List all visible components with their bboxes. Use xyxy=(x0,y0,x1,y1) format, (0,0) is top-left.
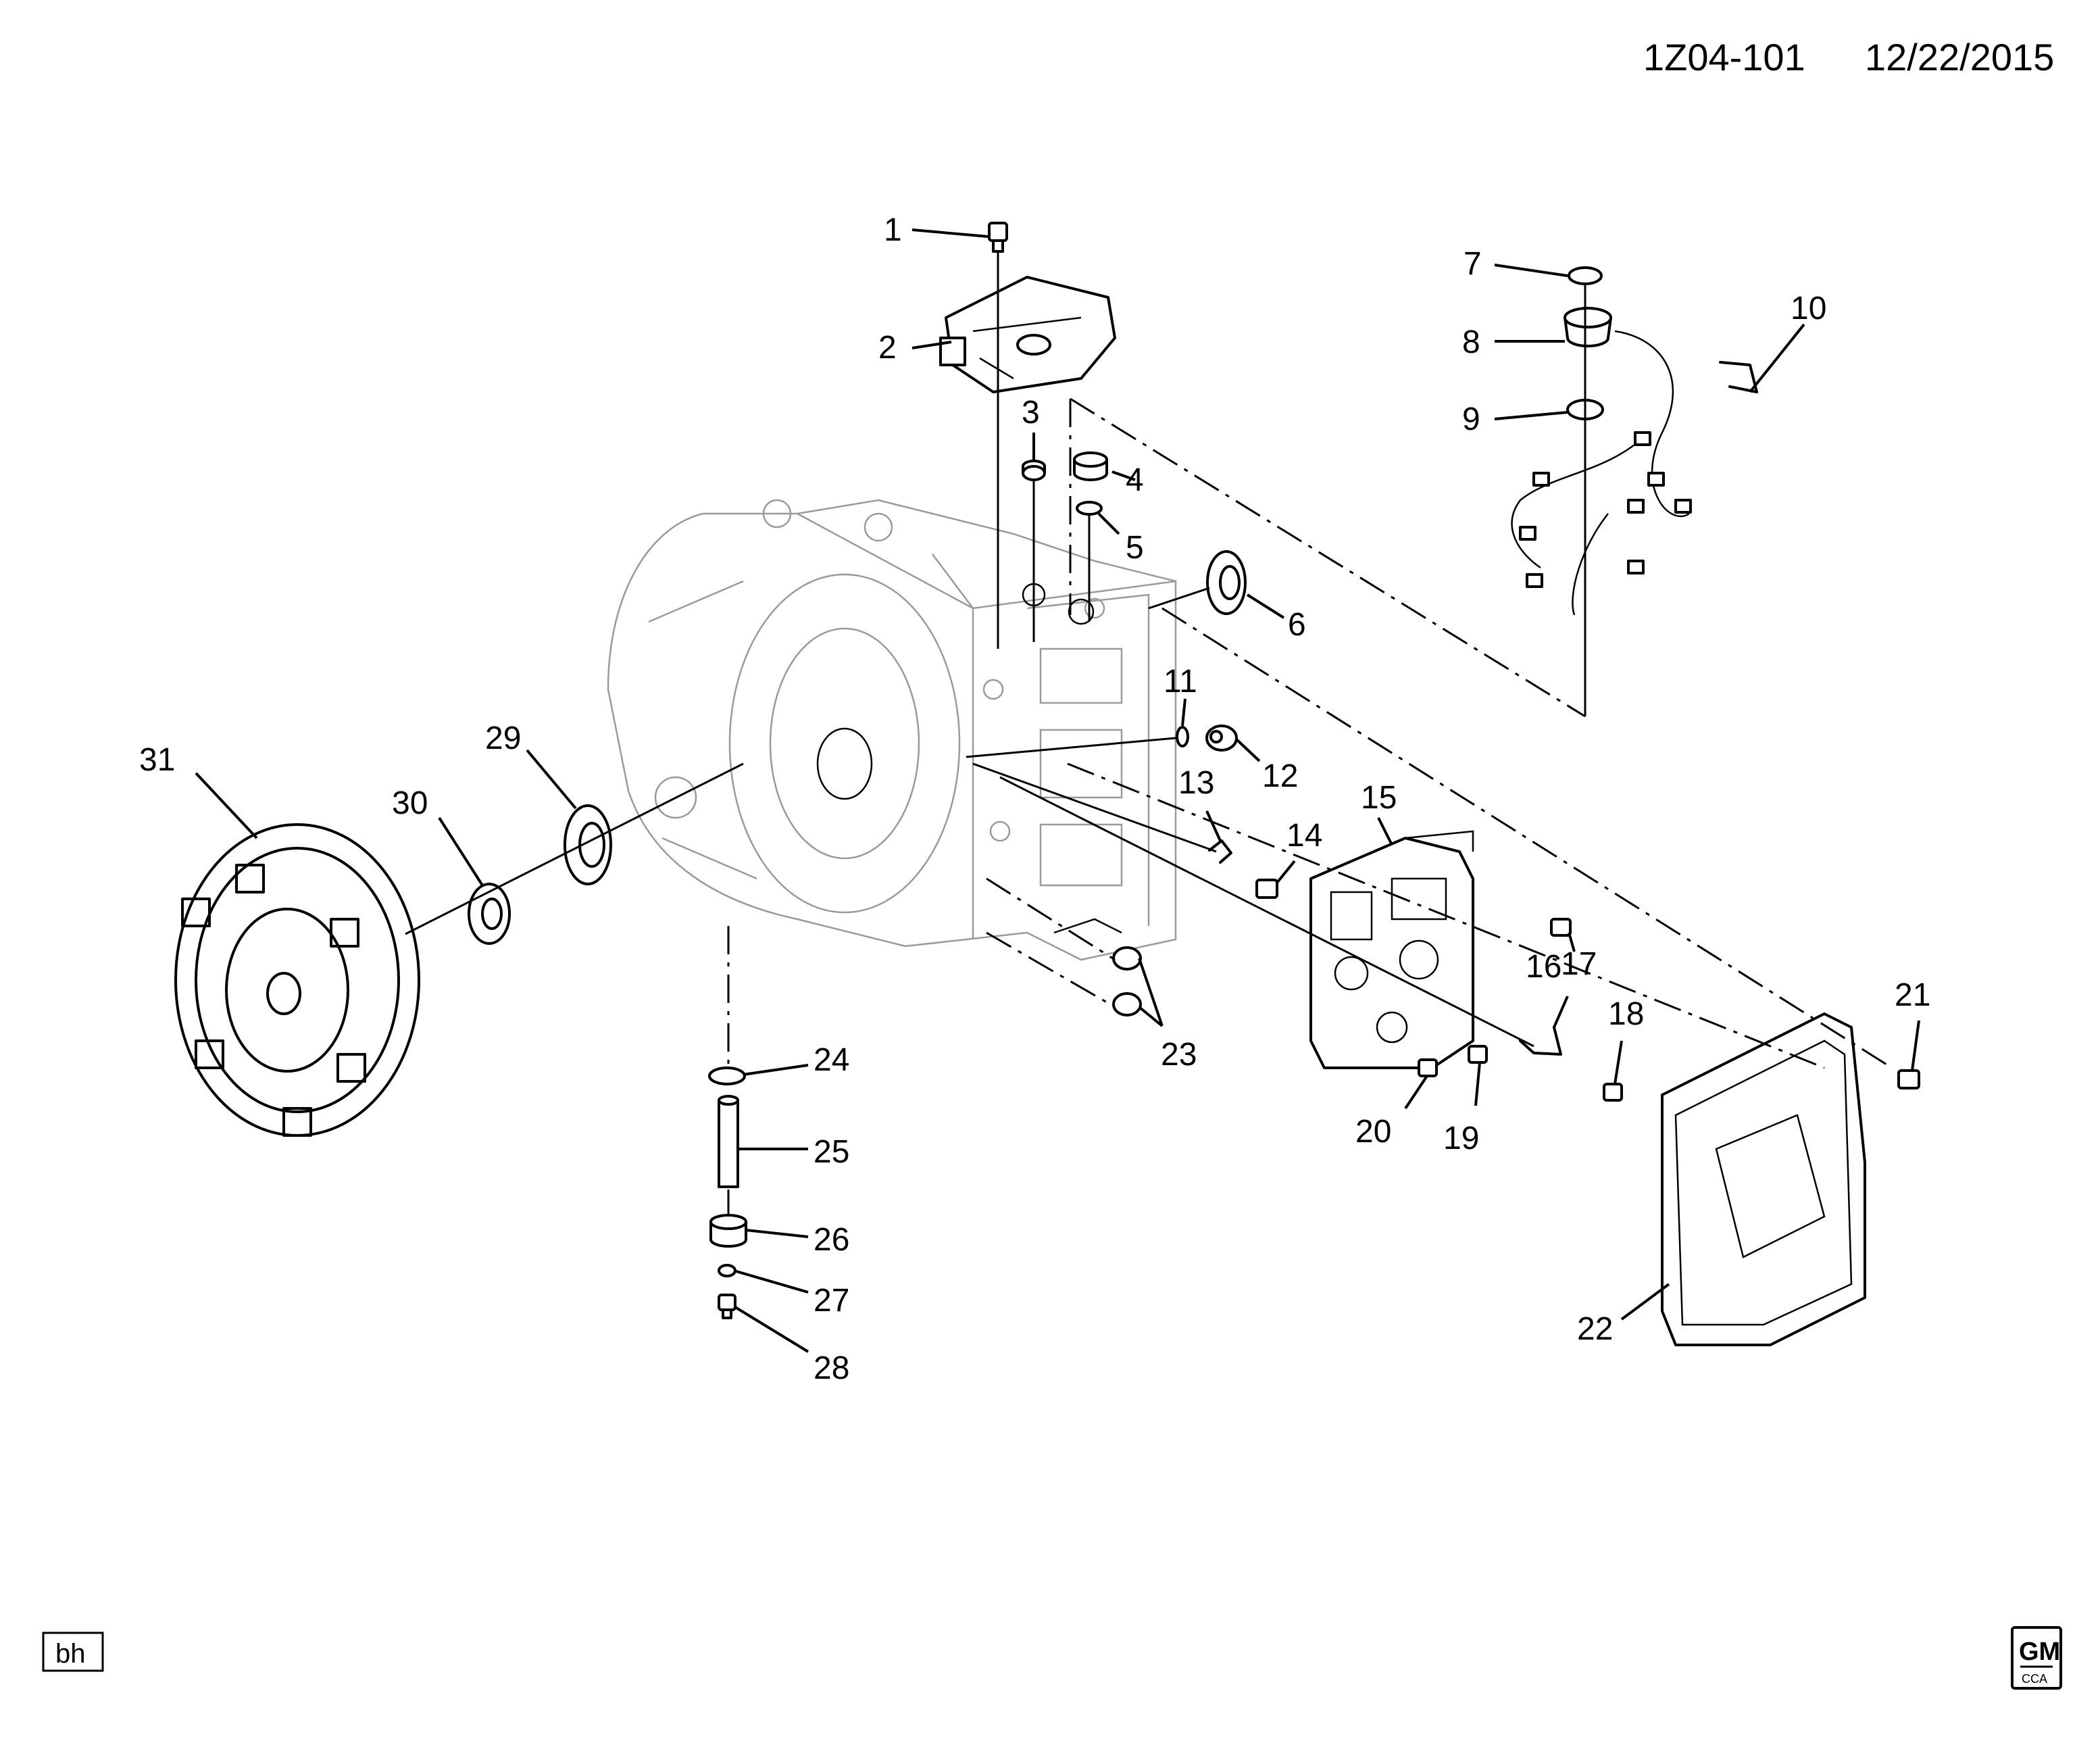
part-27-o-ring xyxy=(718,1264,736,1277)
callout-8: 8 xyxy=(1462,324,1480,360)
part-17-clip xyxy=(1519,1026,1562,1056)
callout-27: 27 xyxy=(814,1283,849,1319)
callout-18: 18 xyxy=(1608,996,1644,1032)
callout-1: 1 xyxy=(884,212,902,248)
part-31-torque-converter xyxy=(174,823,420,1137)
callout-14: 14 xyxy=(1286,818,1322,854)
callout-10: 10 xyxy=(1791,291,1826,326)
callout-11: 11 xyxy=(1164,664,1197,700)
part-2-control-module xyxy=(939,276,1116,393)
diagram-id: 1Z04-101 xyxy=(1643,36,1805,78)
callout-labels: 1 2 3 4 5 6 7 8 9 10 11 12 13 14 15 16 1… xyxy=(139,212,1930,1386)
part-8-connector xyxy=(1564,307,1612,347)
callout-2: 2 xyxy=(878,330,897,366)
callout-30: 30 xyxy=(392,785,428,821)
callout-23: 23 xyxy=(1161,1037,1197,1073)
callout-24: 24 xyxy=(814,1042,849,1078)
assembly-lines xyxy=(405,251,1893,1217)
initials-label: bh xyxy=(55,1639,86,1669)
callout-31: 31 xyxy=(139,742,175,778)
callout-12: 12 xyxy=(1262,758,1298,794)
callout-20: 20 xyxy=(1355,1114,1391,1150)
callout-7: 7 xyxy=(1464,246,1482,282)
gm-logo-text: GM xyxy=(2019,1638,2060,1666)
callout-19: 19 xyxy=(1443,1121,1479,1156)
callout-16: 16 xyxy=(1526,949,1561,985)
callout-15: 15 xyxy=(1361,780,1397,816)
part-1-bolt xyxy=(988,222,1008,253)
part-25-tube xyxy=(718,1095,739,1188)
part-22-oil-pan xyxy=(1661,1012,1866,1346)
part-29-seal xyxy=(564,804,612,885)
part-21-bolt xyxy=(1897,1069,1920,1089)
callout-3: 3 xyxy=(1022,395,1040,431)
part-26-plug xyxy=(709,1214,747,1248)
part-15-valve-body xyxy=(1309,830,1474,1069)
gm-logo-subtext: CCA xyxy=(2022,1672,2047,1686)
part-4-cap xyxy=(1073,451,1108,481)
callout-28: 28 xyxy=(814,1350,849,1386)
part-16-bolt xyxy=(1550,918,1572,937)
part-11-ring xyxy=(1176,726,1189,747)
callout-5: 5 xyxy=(1126,530,1144,566)
callout-29: 29 xyxy=(485,720,521,756)
part-28-screw xyxy=(718,1294,736,1319)
part-14-bolt xyxy=(1255,879,1278,899)
part-23-plugs xyxy=(1112,946,1142,1016)
part-18-bolt xyxy=(1603,1083,1623,1102)
callout-22: 22 xyxy=(1577,1311,1613,1347)
part-7-ring xyxy=(1568,266,1603,285)
part-13-clip xyxy=(1208,839,1232,864)
callout-6: 6 xyxy=(1288,607,1306,643)
callout-25: 25 xyxy=(814,1134,849,1170)
callout-leaders xyxy=(195,228,1920,1353)
callout-26: 26 xyxy=(814,1222,849,1258)
gm-logo: GM CCA xyxy=(2011,1626,2062,1690)
part-20-bolt xyxy=(1418,1058,1438,1077)
part-5-o-ring xyxy=(1076,501,1103,516)
callout-13: 13 xyxy=(1178,765,1214,801)
callout-17: 17 xyxy=(1561,946,1597,982)
part-10-retainer-clip xyxy=(1719,361,1758,393)
part-6-seal xyxy=(1206,550,1247,615)
initials-box: bh xyxy=(42,1632,104,1672)
wiring-harness xyxy=(1511,330,1692,616)
part-3-plug xyxy=(1022,460,1046,481)
callout-9: 9 xyxy=(1462,401,1480,437)
callout-21: 21 xyxy=(1895,977,1930,1013)
transmission-case xyxy=(607,499,1177,961)
part-12-sensor xyxy=(1205,725,1238,752)
callout-4: 4 xyxy=(1126,462,1144,498)
part-24-seal-ring xyxy=(708,1066,746,1085)
part-30-seal xyxy=(468,883,511,945)
part-19-bolt xyxy=(1468,1045,1488,1064)
diagram-date: 12/22/2015 xyxy=(1865,36,2054,78)
